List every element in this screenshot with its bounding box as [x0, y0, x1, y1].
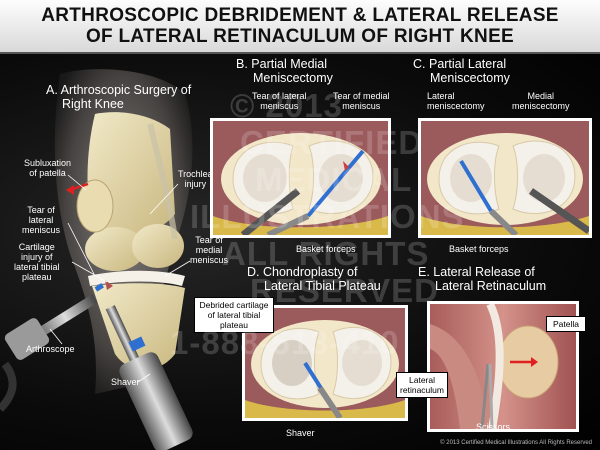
shaver-tool: [105, 305, 193, 450]
arthroscope-tool: [0, 283, 104, 412]
panel-a-letter: A.: [46, 83, 58, 97]
label-e-scissors: Scissors: [476, 422, 511, 432]
title-line-1: ARTHROSCOPIC DEBRIDEMENT & LATERAL RELEA…: [41, 5, 559, 26]
copyright-text: © 2013 Certified Medical Illustrations A…: [440, 440, 592, 446]
watermark-line-5: ALL RIGHTS: [222, 235, 430, 272]
label-c-basket: Basket forceps: [449, 244, 509, 254]
panel-c-heading: C. Partial Lateral Meniscectomy: [413, 57, 510, 85]
panel-c-image: [418, 118, 592, 238]
title-bar: ARTHROSCOPIC DEBRIDEMENT & LATERAL RELEA…: [0, 0, 600, 54]
panel-a-heading-line2: Right Knee: [62, 97, 124, 111]
watermark-line-4: ILLUSTRATIONS: [190, 198, 465, 235]
panel-b-heading: B. Partial Medial Meniscectomy: [236, 57, 333, 85]
illustration-stage: A. Arthroscopic Surgery of Right Knee Su…: [0, 54, 600, 450]
label-arthroscope: Arthroscope: [26, 344, 75, 354]
panel-e-image: [427, 301, 579, 432]
panel-b-image: [210, 118, 391, 238]
panel-e-heading: E. Lateral Release of Lateral Retinaculu…: [418, 265, 547, 293]
panel-a-heading: A. Arthroscopic Surgery of Right Knee: [46, 83, 191, 111]
watermark-line-2: CERTIFIED: [240, 124, 424, 161]
watermark-line-3: MEDICAL: [255, 161, 413, 198]
knee-illustration: [0, 69, 193, 450]
watermark-line-7: 1-888-513-410: [170, 324, 400, 361]
panel-a-heading-line1: Arthroscopic Surgery of: [60, 83, 192, 97]
watermark-line-6: RESERVED: [250, 272, 439, 309]
watermark-line-1: © 2013: [230, 87, 343, 124]
title-line-2: OF LATERAL RETINACULUM OF RIGHT KNEE: [85, 26, 515, 47]
label-d-shaver: Shaver: [286, 428, 315, 438]
callout-patella: Patella: [546, 316, 586, 332]
label-shaver-a: Shaver: [111, 377, 140, 387]
panel-d-heading: D. Chondroplasty of Lateral Tibial Plate…: [247, 265, 381, 293]
label-b-basket: Basket forceps: [296, 244, 356, 254]
